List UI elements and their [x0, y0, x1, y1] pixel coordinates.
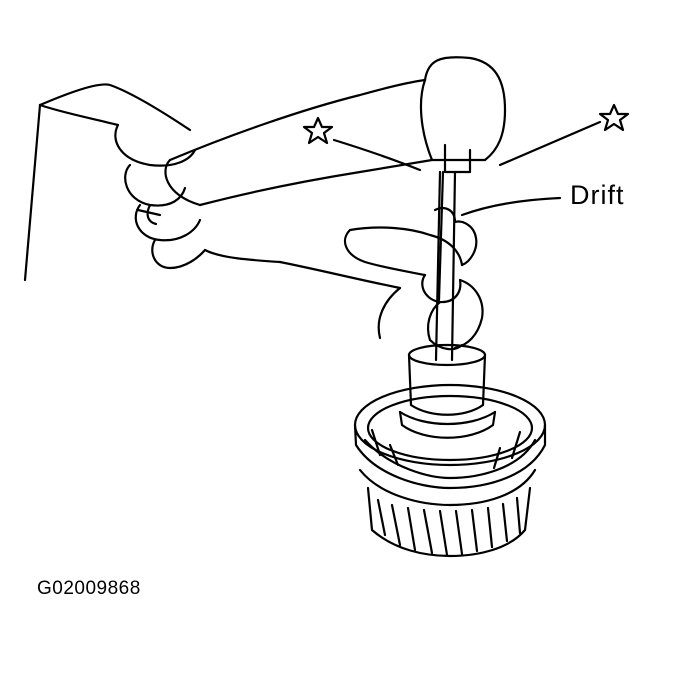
star-icon [302, 116, 334, 145]
left-hand [23, 83, 282, 282]
drift-rod [434, 170, 457, 362]
drift-leader-line [460, 196, 562, 217]
star-icon [598, 103, 630, 132]
hammer-handle [164, 78, 434, 207]
hammer-head [419, 56, 507, 174]
bearing-collar [398, 343, 497, 439]
star-leader-left [332, 138, 422, 172]
drift-label: Drift [570, 180, 625, 210]
star-leader-right [498, 120, 602, 167]
figure-id: G02009868 [37, 578, 141, 599]
bearing [353, 383, 547, 490]
helical-gear [358, 468, 537, 558]
